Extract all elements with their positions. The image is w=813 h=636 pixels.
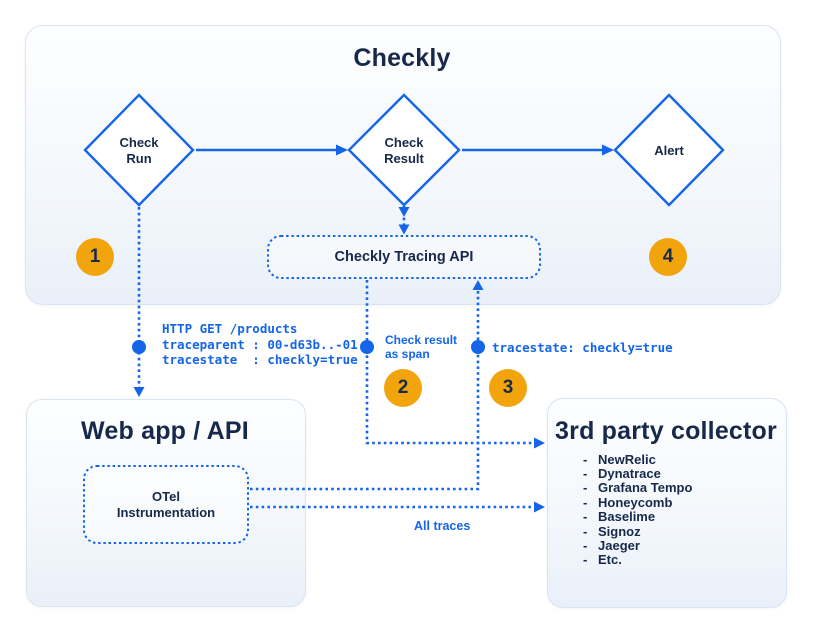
check-run-label: Check Run — [119, 135, 159, 166]
bullet-dash: - — [583, 538, 588, 554]
step-badge-4: 4 — [649, 238, 687, 276]
bullet-dash: - — [583, 451, 588, 467]
step-badge-2: 2 — [384, 369, 422, 407]
bullet-dash: - — [583, 509, 588, 525]
step-badge-1: 1 — [76, 238, 114, 276]
alert-label: Alert — [654, 143, 684, 158]
tracestate-annotation: tracestate: checkly=true — [492, 340, 673, 355]
flow3-span-dot — [471, 340, 485, 354]
vendor-name: Baselime — [598, 509, 656, 525]
bullet-dash: - — [583, 523, 588, 539]
collector-panel-title: 3rd party collector — [555, 417, 777, 445]
all-traces-annotation: All traces — [414, 519, 471, 533]
list-item: -Jaeger — [583, 538, 773, 554]
vendor-name: NewRelic — [598, 451, 656, 467]
vendor-name: Signoz — [598, 523, 641, 539]
vendor-name: Dynatrace — [598, 466, 661, 482]
check-result-label: Check Result — [384, 135, 424, 166]
flow2-span-dot — [360, 340, 374, 354]
vendor-name: Honeycomb — [598, 494, 673, 510]
checkly-panel-title: Checkly — [353, 44, 451, 72]
step-badge-3: 3 — [489, 369, 527, 407]
bullet-dash: - — [583, 494, 588, 510]
list-item: -Baselime — [583, 509, 773, 525]
bullet-dash: - — [583, 552, 588, 568]
collector-panel — [547, 398, 787, 608]
vendor-name: Grafana Tempo — [598, 480, 693, 496]
bullet-dash: - — [583, 480, 588, 496]
bullet-dash: - — [583, 466, 588, 482]
list-item: -Grafana Tempo — [583, 480, 773, 496]
flow1-span-dot — [132, 340, 146, 354]
list-item: -Etc. — [583, 552, 773, 568]
check-result-span-annotation: Check result as span — [385, 333, 458, 361]
otel-instrumentation-label: OTel Instrumentation — [116, 489, 216, 520]
webapp-panel-title: Web app / API — [81, 417, 249, 445]
list-item: -Signoz — [583, 523, 773, 539]
list-item: -Dynatrace — [583, 466, 773, 482]
vendor-name: Etc. — [598, 552, 622, 568]
list-item: -NewRelic — [583, 451, 773, 467]
collector-vendor-list: -NewRelic -Dynatrace -Grafana Tempo -Hon… — [583, 451, 773, 568]
flow-tracing-api-to-collector — [360, 280, 545, 449]
tracing-api-label: Checkly Tracing API — [334, 249, 474, 265]
http-request-annotation: HTTP GET /products traceparent : 00-d63b… — [162, 321, 358, 367]
vendor-name: Jaeger — [598, 538, 640, 554]
list-item: -Honeycomb — [583, 494, 773, 510]
